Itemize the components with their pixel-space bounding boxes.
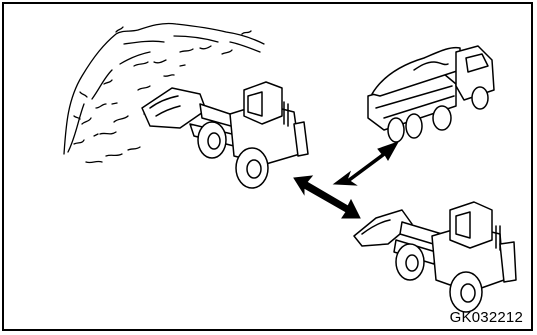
illustration [4, 4, 533, 331]
wheel-loader-digging-icon [142, 82, 308, 188]
figure-frame: GK032212 [2, 2, 533, 331]
dump-truck-icon [368, 46, 494, 142]
figure-code: GK032212 [450, 309, 523, 326]
wheel-loader-traveling-icon [354, 202, 516, 312]
double-arrow-icon [294, 142, 398, 218]
